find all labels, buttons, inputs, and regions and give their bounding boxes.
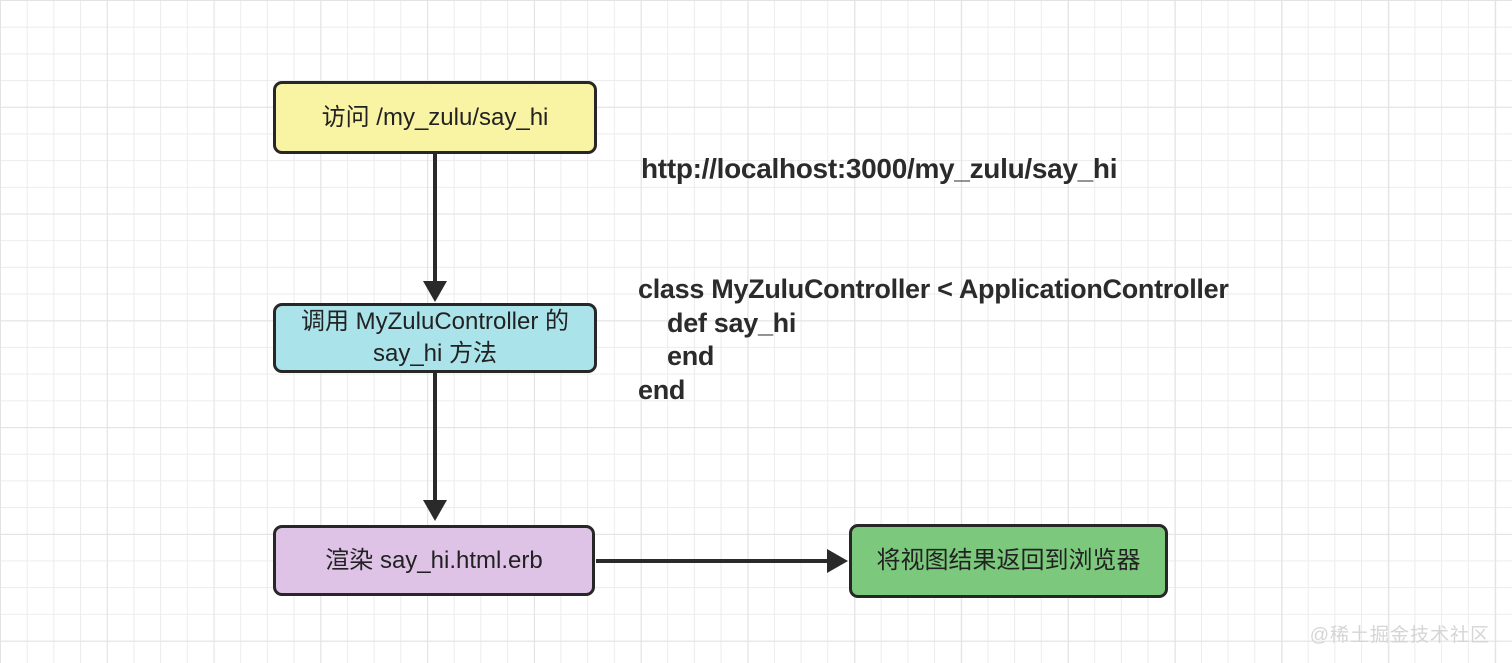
- arrow-line: [433, 372, 437, 501]
- code-line-class: class MyZuluController < ApplicationCont…: [638, 274, 1229, 304]
- node-return-to-browser: 将视图结果返回到浏览器: [849, 524, 1168, 598]
- node-call-controller-action: 调用 MyZuluController 的 say_hi 方法: [273, 303, 597, 373]
- node-render-view: 渲染 say_hi.html.erb: [273, 525, 595, 596]
- watermark: @稀土掘金技术社区: [1309, 625, 1490, 646]
- arrow-line: [433, 153, 437, 282]
- arrow-line: [596, 559, 828, 563]
- arrow-right-icon: [827, 549, 848, 573]
- arrow-down-icon: [423, 281, 447, 302]
- code-line-def: def say_hi: [667, 307, 797, 338]
- code-line-end-outer: end: [638, 374, 686, 405]
- arrow-down-icon: [423, 500, 447, 521]
- url-annotation: http://localhost:3000/my_zulu/say_hi: [641, 153, 1118, 184]
- node-visit-url: 访问 /my_zulu/say_hi: [273, 81, 597, 154]
- code-line-end-inner: end: [667, 341, 715, 371]
- code-annotation: class MyZuluController < ApplicationCont…: [638, 273, 1229, 407]
